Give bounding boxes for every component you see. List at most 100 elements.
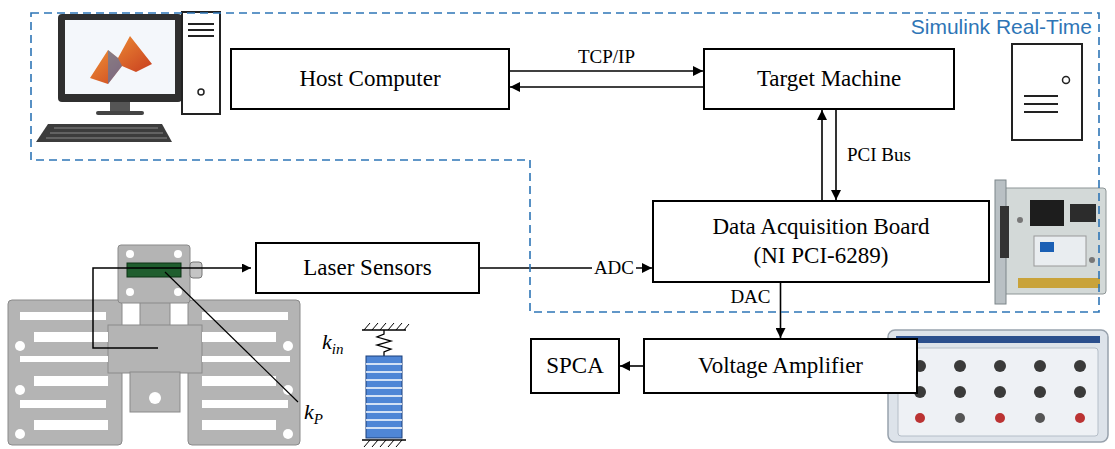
amplifier-photo-part bbox=[1035, 413, 1045, 423]
signal-label: TCP/IP bbox=[576, 46, 637, 68]
connector-arrow bbox=[821, 110, 823, 200]
amplifier-photo-part bbox=[1075, 413, 1085, 423]
flexure-stage-part bbox=[174, 250, 182, 258]
signal-label: PCI Bus bbox=[845, 144, 913, 166]
flexure-stage-part bbox=[127, 263, 181, 277]
block-box: Target Machine bbox=[703, 48, 955, 110]
daq-board-photo-part bbox=[1040, 242, 1054, 252]
amplifier-photo bbox=[888, 330, 1108, 442]
host-computer-icon-part bbox=[188, 29, 214, 31]
block-box: Laser Sensors bbox=[255, 242, 480, 294]
piezo-stack-symbol-part bbox=[366, 364, 402, 428]
target-tower-icon-part bbox=[1012, 44, 1082, 140]
stiffness-symbol: kin bbox=[322, 330, 343, 358]
host-computer-icon-part bbox=[188, 35, 214, 37]
host-computer-icon-part bbox=[90, 36, 152, 84]
flexure-stage-part bbox=[118, 245, 190, 303]
amplifier-photo-part bbox=[954, 360, 966, 372]
amplifier-photo-part bbox=[1074, 386, 1086, 398]
daq-board-photo bbox=[995, 180, 1106, 304]
daq-board-photo-part bbox=[1030, 200, 1064, 226]
box-label: Target Machine bbox=[757, 65, 901, 94]
host-computer-icon-part bbox=[110, 102, 130, 111]
target-tower-icon-part bbox=[1024, 95, 1058, 97]
host-computer-icon-part bbox=[198, 89, 204, 95]
daq-board-photo-part bbox=[1018, 278, 1100, 288]
stiffness-symbol: kP bbox=[304, 400, 323, 428]
flexure-stage-part bbox=[20, 356, 108, 362]
signal-label: DAC bbox=[728, 286, 772, 308]
host-computer-icon bbox=[36, 12, 220, 142]
host-computer-icon-part bbox=[46, 128, 167, 138]
block-box: Data Acquisition Board(NI PCI-6289) bbox=[652, 200, 990, 283]
daq-board-photo-part bbox=[1089, 257, 1095, 263]
flexure-stage-part bbox=[202, 400, 288, 408]
flexure-stage-part bbox=[283, 429, 293, 439]
host-computer-icon-part bbox=[182, 12, 220, 114]
amplifier-photo-part bbox=[994, 360, 1006, 372]
amplifier-photo-part bbox=[915, 413, 925, 423]
amplifier-photo-part bbox=[888, 330, 1108, 442]
flexure-stage-part bbox=[126, 250, 134, 258]
flexure-stage-part bbox=[126, 288, 134, 296]
connector-arrow bbox=[620, 365, 643, 367]
symbol-letter: k bbox=[322, 329, 332, 354]
daq-board-photo-part bbox=[1017, 217, 1023, 223]
amplifier-photo-part bbox=[954, 386, 966, 398]
signal-label: ADC bbox=[592, 257, 636, 279]
flexure-stage-part bbox=[34, 376, 108, 386]
flexure-stage-part bbox=[202, 332, 276, 342]
symbol-letter: k bbox=[304, 399, 314, 424]
symbol-subscript: in bbox=[332, 341, 344, 357]
host-computer-icon-part bbox=[36, 124, 172, 142]
connector-arrow bbox=[510, 86, 703, 88]
flexure-stage-part bbox=[15, 429, 25, 439]
box-label: Voltage Amplifier bbox=[698, 352, 863, 381]
target-tower-icon-part bbox=[1063, 77, 1070, 84]
flexure-stage-part bbox=[15, 341, 25, 351]
box-label: (NI PCI-6289) bbox=[754, 242, 889, 271]
host-computer-icon-part bbox=[65, 20, 175, 94]
flexure-stage-part bbox=[34, 332, 108, 342]
amplifier-photo-part bbox=[896, 336, 1100, 343]
daq-board-photo-part bbox=[1002, 188, 1106, 294]
host-computer-icon-part bbox=[108, 50, 122, 84]
block-box: Voltage Amplifier bbox=[643, 338, 918, 394]
target-tower-icon-part bbox=[1024, 103, 1058, 105]
piezo-stack-symbol-part bbox=[364, 323, 409, 330]
flexure-stage-part bbox=[130, 372, 180, 412]
flexure-stage-part bbox=[202, 356, 290, 362]
flexure-stage-part bbox=[149, 392, 161, 404]
box-label: Data Acquisition Board bbox=[712, 213, 929, 242]
symbol-subscript: P bbox=[314, 411, 323, 427]
piezo-stack-symbol-part bbox=[362, 439, 406, 441]
block-box: Host Computer bbox=[230, 48, 510, 110]
connector-arrow bbox=[510, 70, 703, 72]
piezo-stack-symbol-part bbox=[377, 330, 391, 356]
host-computer-icon-part bbox=[96, 111, 144, 115]
connector-arrow bbox=[780, 283, 782, 338]
flexure-stage-part bbox=[202, 420, 276, 430]
amplifier-photo-part bbox=[1034, 386, 1046, 398]
sensor-leader-line bbox=[93, 268, 251, 348]
daq-board-photo-part bbox=[1000, 206, 1009, 258]
piezo-stack-symbol bbox=[362, 323, 409, 447]
daq-board-photo-part bbox=[1034, 236, 1086, 266]
flexure-stage-part bbox=[34, 420, 108, 430]
amplifier-photo-part bbox=[1034, 360, 1046, 372]
box-label: SPCA bbox=[546, 352, 604, 381]
flexure-stage-part bbox=[174, 288, 182, 296]
box-label: Laser Sensors bbox=[303, 254, 431, 283]
amplifier-photo-part bbox=[994, 386, 1006, 398]
region-title: Simulink Real-Time bbox=[911, 15, 1092, 39]
target-tower-icon-part bbox=[1024, 111, 1058, 113]
piezo-stack-symbol-part bbox=[366, 356, 402, 438]
piezo-stack-symbol-part bbox=[364, 440, 402, 447]
flexure-stage-part bbox=[283, 341, 293, 351]
flexure-stage-part bbox=[283, 385, 293, 395]
connector-arrow bbox=[835, 110, 837, 200]
amplifier-photo-part bbox=[995, 413, 1005, 423]
amplifier-photo-part bbox=[898, 348, 1098, 436]
host-computer-icon-part bbox=[188, 23, 214, 25]
